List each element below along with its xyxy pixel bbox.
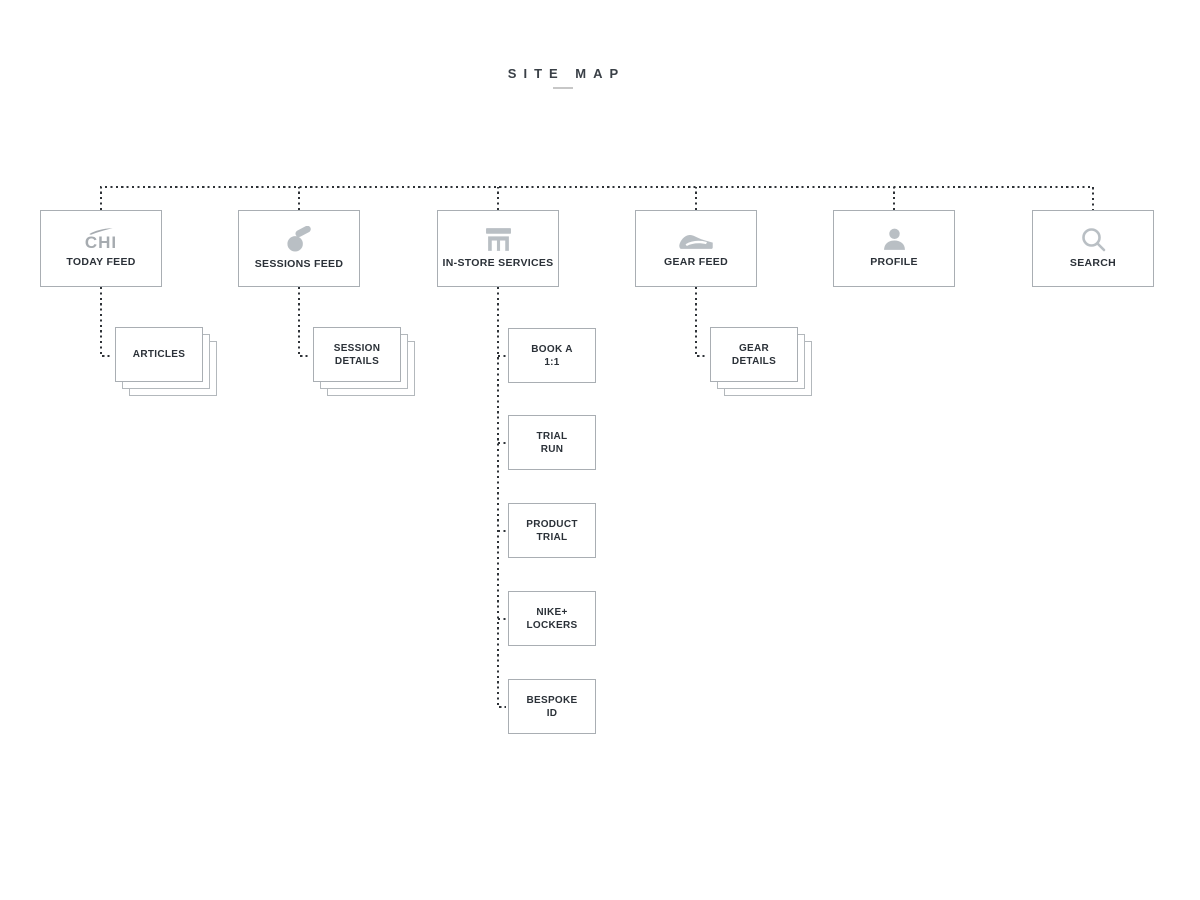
node-label: GEAR FEED xyxy=(664,255,728,268)
subnode-label: SESSION DETAILS xyxy=(333,342,381,367)
subnode-label: PRODUCT TRIAL xyxy=(526,518,578,543)
node-label: SEARCH xyxy=(1069,257,1117,270)
node-label: PROFILE xyxy=(870,255,918,268)
node-label: TODAY FEED xyxy=(66,256,136,269)
node-gear-feed: GEAR FEED xyxy=(635,210,757,287)
subnode-bespoke-id: BESPOKE ID xyxy=(508,679,596,734)
subnode-label: BESPOKE ID xyxy=(526,694,578,719)
node-search: SEARCH xyxy=(1032,210,1154,287)
subnode-book-a-1-1: BOOK A 1:1 xyxy=(508,328,596,383)
node-today-feed: CHI TODAY FEED xyxy=(40,210,162,287)
storefront-icon xyxy=(485,227,511,251)
subnode-articles: ARTICLES xyxy=(115,327,203,382)
node-label: SESSIONS FEED xyxy=(254,257,344,270)
nike-swoosh-icon xyxy=(89,228,113,235)
page-title: SITE MAP xyxy=(507,66,626,81)
subnode-product-trial: PRODUCT TRIAL xyxy=(508,503,596,558)
subnode-session-details: SESSION DETAILS xyxy=(313,327,401,382)
subnode-label: BOOK A 1:1 xyxy=(531,343,573,368)
subnode-trial-run: TRIAL RUN xyxy=(508,415,596,470)
subnode-label: NIKE+ LOCKERS xyxy=(526,606,578,631)
node-label: IN-STORE SERVICES xyxy=(442,256,554,269)
title-underline-dash xyxy=(553,87,573,89)
whistle-icon xyxy=(287,225,311,252)
subnode-nike-lockers: NIKE+ LOCKERS xyxy=(508,591,596,646)
subnode-gear-details: GEAR DETAILS xyxy=(710,327,798,382)
node-in-store-services: IN-STORE SERVICES xyxy=(437,210,559,287)
nike-chi-logo: CHI xyxy=(85,227,117,251)
node-profile: PROFILE xyxy=(833,210,955,287)
sneaker-icon xyxy=(679,234,713,249)
person-icon xyxy=(883,228,905,250)
subnode-label: ARTICLES xyxy=(132,349,186,360)
chi-logo-text: CHI xyxy=(84,233,118,253)
node-sessions-feed: SESSIONS FEED xyxy=(238,210,360,287)
magnifier-icon xyxy=(1082,228,1106,252)
subnode-label: TRIAL RUN xyxy=(536,430,568,455)
subnode-label: GEAR DETAILS xyxy=(731,342,777,367)
